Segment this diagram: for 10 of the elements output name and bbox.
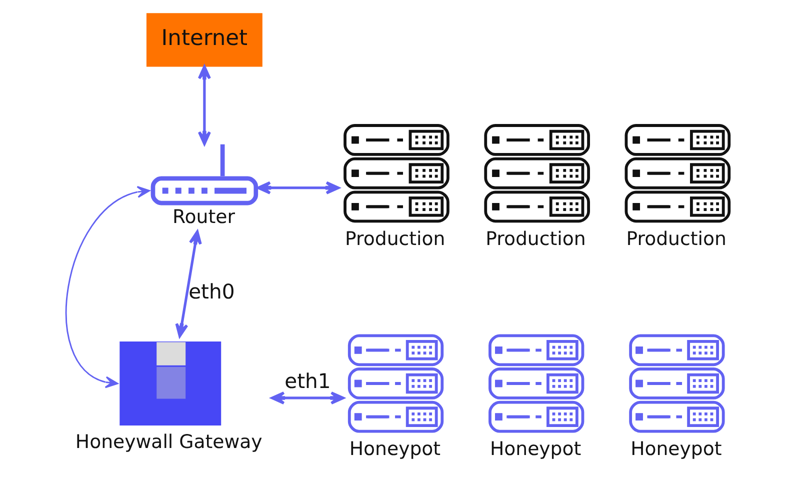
node-label: Honeypot xyxy=(349,439,441,460)
node-label: Production xyxy=(486,228,586,250)
node-label: Router xyxy=(172,207,235,228)
edge-label: eth0 xyxy=(188,279,235,304)
node-label: Honeypot xyxy=(490,439,582,460)
node-label: Production xyxy=(345,228,446,250)
node-label: Honeypot xyxy=(630,439,722,460)
node-label: Honeywall Gateway xyxy=(75,432,262,453)
node-label: Production xyxy=(626,228,726,250)
edge-label: eth1 xyxy=(284,369,331,394)
